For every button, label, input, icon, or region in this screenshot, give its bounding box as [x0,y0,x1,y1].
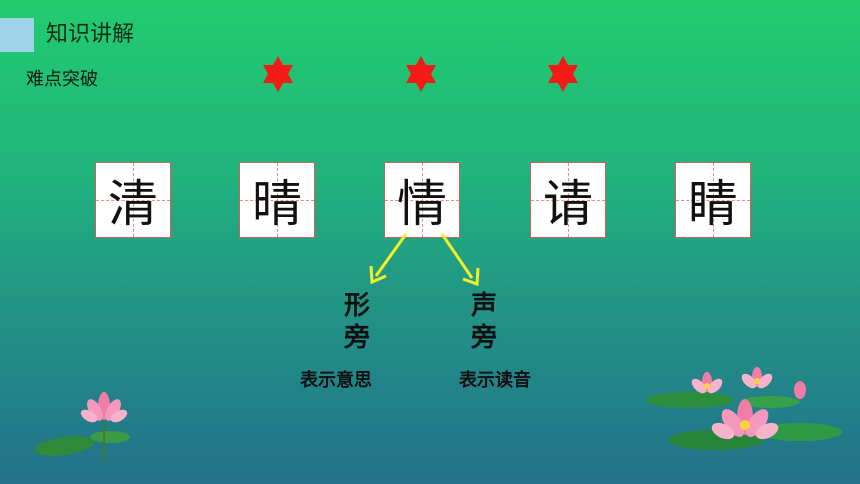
character: 晴 [252,175,302,233]
character-box: 睛 [675,162,751,238]
character-box: 请 [530,162,606,238]
header-accent-square [0,18,34,52]
form-radical-meaning: 表示意思 [300,370,372,391]
character: 清 [108,175,158,233]
character: 请 [543,175,593,233]
character-box-highlighted: 情 [384,162,460,238]
lotus-flower-icon [741,367,773,389]
sound-radical-meaning: 表示读音 [459,370,531,391]
form-radical-label: 形旁 [343,291,370,353]
character-box: 晴 [239,162,315,238]
lily-pad-icon [646,392,842,450]
lotus-flower-icon [80,392,128,423]
star-icon [548,56,578,92]
section-subtitle: 难点突破 [26,69,98,90]
lily-pad-icon [34,431,130,456]
star-icon [263,56,293,92]
character: 情 [397,175,447,233]
character: 睛 [688,175,738,233]
page-title: 知识讲解 [46,22,135,47]
lotus-bud-icon [794,381,806,399]
sound-radical-label: 声旁 [470,291,497,353]
character-box: 清 [95,162,171,238]
lotus-flower-icon [691,372,723,394]
star-icon [406,56,436,92]
lotus-flower-icon [711,399,779,440]
